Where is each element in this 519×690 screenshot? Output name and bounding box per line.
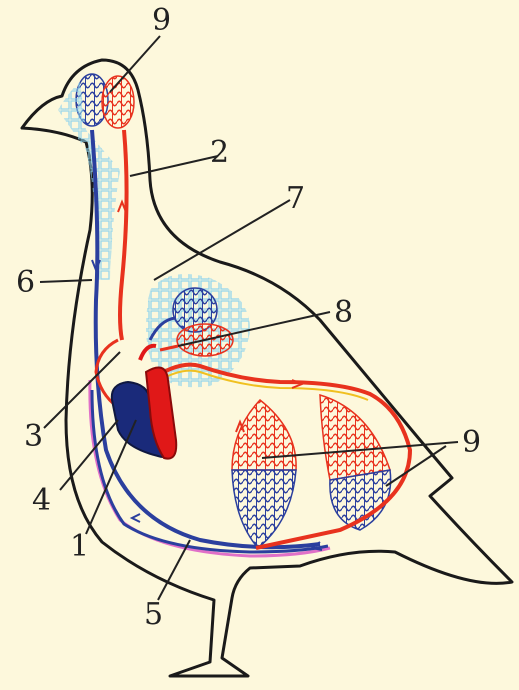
label-6: 6 bbox=[16, 265, 35, 300]
arrow-belly-1 bbox=[132, 514, 140, 522]
label-9-head: 9 bbox=[152, 3, 171, 38]
leader-3 bbox=[44, 352, 120, 428]
label-2: 2 bbox=[210, 135, 229, 170]
leader-7 bbox=[154, 200, 290, 280]
leader-6 bbox=[40, 280, 92, 282]
body-capillary-left-blue bbox=[232, 470, 296, 548]
carotid-artery bbox=[120, 130, 127, 340]
label-9-body: 9 bbox=[462, 425, 481, 460]
label-4: 4 bbox=[32, 483, 51, 518]
label-3: 3 bbox=[24, 419, 43, 454]
label-7: 7 bbox=[286, 181, 305, 216]
leader-9-body-b bbox=[386, 446, 446, 486]
label-8: 8 bbox=[334, 295, 353, 330]
label-1: 1 bbox=[70, 529, 89, 564]
label-5: 5 bbox=[144, 597, 163, 632]
leader-2 bbox=[130, 156, 218, 176]
body-capillary-right-red bbox=[320, 395, 390, 480]
body-capillary-left-red bbox=[232, 400, 296, 470]
